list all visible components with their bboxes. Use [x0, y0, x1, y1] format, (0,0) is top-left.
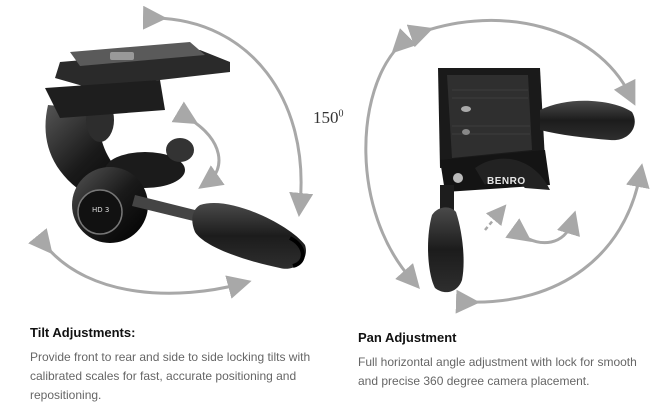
tilt-arc-arrow-small	[171, 101, 225, 189]
pan-description: Full horizontal angle adjustment with lo…	[358, 355, 637, 388]
tilt-arc-arrow-large	[142, 5, 314, 217]
pan-arc-arrow-bottom	[455, 163, 650, 314]
tilt-description: Provide front to rear and side to side l…	[30, 350, 311, 402]
tilt-title: Tilt Adjustments:	[30, 325, 136, 340]
pan-head-image	[428, 68, 635, 293]
tilt-angle-label: 1500	[313, 108, 344, 127]
brand-logo: BENRO	[487, 176, 526, 187]
product-illustration	[28, 5, 650, 314]
model-badge: HD 3	[92, 206, 110, 214]
pan-caption: Pan Adjustment Full horizontal angle adj…	[358, 330, 658, 391]
pan-arc-arrow-large-left	[364, 28, 420, 289]
pan-arc-arrow-small	[505, 210, 580, 245]
pan-lock-pointer-arrow	[484, 204, 507, 231]
pan-arc-arrow-top	[406, 18, 636, 106]
tilt-head-image	[45, 42, 306, 269]
pan-title: Pan Adjustment	[358, 330, 457, 345]
tilt-caption: Tilt Adjustments: Provide front to rear …	[30, 325, 325, 405]
tilt-arc-arrow-bottom	[28, 228, 252, 299]
